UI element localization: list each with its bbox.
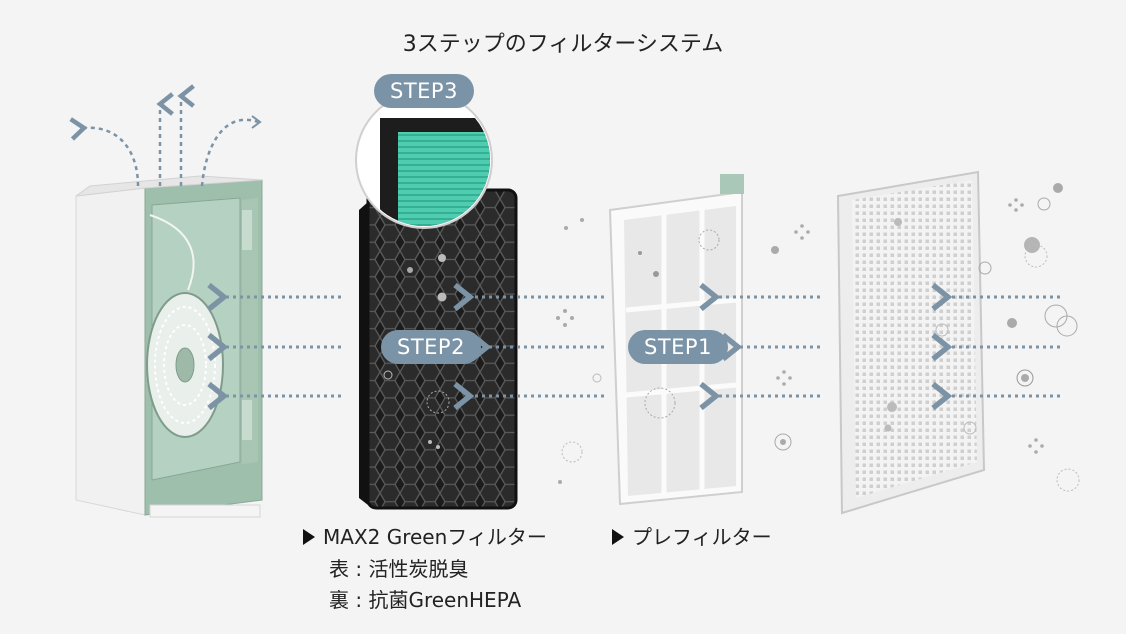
pre-filter-caption: プレフィルター [612,521,772,550]
back-side-caption: 裏 : 抗菌GreenHEPA [329,588,522,612]
dust-particles [556,183,1080,492]
airflow-arrows [207,282,1060,411]
step3-badge: STEP3 [374,74,474,108]
step1-badge: STEP1 [628,330,728,364]
front-panel [836,170,986,515]
main-filter-label: MAX2 Greenフィルター [323,525,547,549]
main-filter-caption: MAX2 Greenフィルター [303,521,547,550]
front-side-caption: 表 : 活性炭脱臭 [329,557,469,581]
purifier-unit [69,84,263,518]
hepa-zoom-inset [355,91,493,229]
pre-filter-label: プレフィルター [632,525,772,549]
step2-badge: STEP2 [381,330,481,364]
page-title: 3ステップのフィルターシステム [402,32,724,57]
play-triangle-icon [303,529,315,545]
fan-grille [146,292,224,438]
play-triangle-icon [612,529,624,545]
